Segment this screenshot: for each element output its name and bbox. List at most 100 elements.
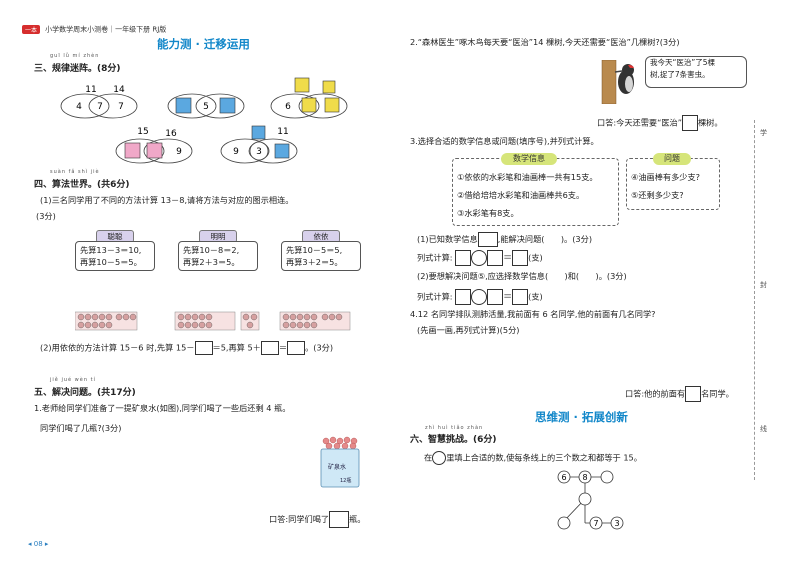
r-q3-1: (1)已知数学信息,能解决问题( )。(3分) xyxy=(417,232,592,247)
venn-2: 5 xyxy=(167,93,245,119)
r-q2-answer-text-a: 口答:今天还需要“医治” xyxy=(597,117,682,128)
s5-title: 五、解决问题。(共17分) xyxy=(34,388,136,398)
puzzle-value: 6 xyxy=(561,473,566,482)
puzzle-value: 3 xyxy=(614,519,619,528)
v5-mid: 3 xyxy=(256,147,262,157)
answer-box[interactable] xyxy=(487,289,504,305)
s4-pinyin: suàn fǎ shì jiè xyxy=(50,169,100,175)
ten-frame-2 xyxy=(174,311,260,331)
card-line: 再算3＋2＝5。 xyxy=(286,257,343,267)
question-box: 问题 ④油画棒有多少支? ⑤还剩多少支? xyxy=(626,153,720,210)
page-number-text: 08 xyxy=(33,540,43,548)
v1-left: 4 xyxy=(76,102,82,112)
s6-title: 六、智慧挑战。(6分) xyxy=(410,435,497,445)
r-q2-answer: 口答:今天还需要“医治” 棵树。 xyxy=(597,115,723,131)
s6-prompt-a: 在 xyxy=(424,452,433,463)
speech-line: 树,捉了7条害虫。 xyxy=(650,70,710,79)
v5-blank-right[interactable] xyxy=(274,143,290,159)
math-info-title: 数学信息 xyxy=(501,153,557,165)
v3-blank-mid[interactable] xyxy=(301,97,317,113)
r-q3-2: (2)要想解决问题⑤,应选择数学信息( )和( )。(3分) xyxy=(417,271,627,281)
answer-box[interactable] xyxy=(512,250,529,266)
r-q3-calc-1: 列式计算: ＝(支) xyxy=(417,250,543,266)
water-pack: 矿泉水 12瓶 xyxy=(318,436,362,490)
binding-char: 学 xyxy=(760,129,767,137)
answer-box[interactable] xyxy=(287,341,306,355)
answer-box[interactable] xyxy=(685,386,702,402)
r-q3-calc-2: 列式计算: ＝(支) xyxy=(417,289,543,305)
ten-frame-diagrams xyxy=(75,311,351,331)
v4-top-left: 15 xyxy=(137,127,148,137)
answer-box[interactable] xyxy=(477,232,498,247)
speech-line: 我今天“医治”了5棵 xyxy=(650,58,716,67)
info-item: ①依依的水彩笔和油画棒一共有15支。 xyxy=(457,172,598,182)
answer-circle[interactable] xyxy=(471,289,488,305)
v2-blank-left[interactable] xyxy=(175,97,192,114)
puzzle-value: 8 xyxy=(582,473,587,482)
answer-box[interactable] xyxy=(194,341,213,355)
title-thinking: 思维测 · 拓展创新 xyxy=(535,410,628,424)
answer-box[interactable] xyxy=(329,511,350,528)
s5-answer-text-b: 瓶。 xyxy=(349,514,366,524)
info-item: ③水彩笔有8支。 xyxy=(457,208,519,218)
v3-left: 6 xyxy=(285,102,291,112)
answer-box[interactable] xyxy=(260,341,279,355)
water-count: 12瓶 xyxy=(340,478,352,484)
v3-blank-right[interactable] xyxy=(324,97,340,113)
v4-blank-left[interactable] xyxy=(124,142,141,159)
puzzle-blank[interactable] xyxy=(557,516,571,530)
r-q4-answer: 口答:他的前面有名同学。 xyxy=(625,386,734,402)
v1-top-right: 14 xyxy=(113,85,125,95)
number-puzzle: 6 8 7 3 xyxy=(557,470,624,530)
venn-1: 11 14 4 7 7 xyxy=(60,85,138,119)
v2-blank-right[interactable] xyxy=(219,97,236,114)
r-q2-answer-text-b: 棵树。 xyxy=(697,117,723,128)
puzzle-value: 7 xyxy=(593,519,598,528)
prev-page-icon[interactable]: ◂ xyxy=(28,540,32,548)
answer-box[interactable] xyxy=(681,115,698,131)
next-page-icon[interactable]: ▸ xyxy=(44,540,49,548)
v4-blank-mid[interactable] xyxy=(146,142,163,159)
r-q4-l2: (先画一画,再列式计算)(5分) xyxy=(417,325,520,335)
s4-q2-text-d: 。(3分) xyxy=(305,342,334,353)
question-item: ⑤还剩多少支? xyxy=(631,190,684,200)
puzzle-node xyxy=(589,516,603,530)
header-title: 小学数学周末小测卷｜一年级下册 RJ版 xyxy=(45,25,167,34)
answer-box[interactable] xyxy=(512,289,529,305)
puzzle-blank[interactable] xyxy=(578,492,592,506)
v1-right: 7 xyxy=(118,102,124,112)
v1-mid: 7 xyxy=(97,102,103,112)
card-line: 先算10－8＝2, xyxy=(183,245,240,255)
r-q3-1-text-b: ,能解决问题( )。(3分) xyxy=(497,234,593,244)
answer-box[interactable] xyxy=(455,250,472,266)
s4-q2-text-b: ＝5,再算 5＋ xyxy=(212,342,261,353)
v4-top-right: 16 xyxy=(165,129,177,139)
v3-blank-top-right[interactable] xyxy=(322,80,336,94)
binding-line xyxy=(754,120,755,480)
question-item: ④油画棒有多少支? xyxy=(631,172,700,182)
card-line: 先算13－3＝10, xyxy=(80,245,142,255)
circle-icon xyxy=(432,451,447,465)
s5-answer-text-a: 口答:同学们喝了 xyxy=(269,514,330,524)
info-item: ②借给培培水彩笔和油画棒共6支。 xyxy=(457,190,585,200)
v3-blank-top[interactable] xyxy=(294,77,310,93)
r-q2: 2.“森林医生”啄木鸟每天要“医治”14 棵树,今天还需要“医治”几棵树?(3分… xyxy=(410,37,680,47)
puzzle-node xyxy=(578,470,592,484)
answer-box[interactable] xyxy=(487,250,504,266)
s5-pinyin: jiě jué wèn tí xyxy=(50,377,96,383)
answer-box[interactable] xyxy=(455,289,472,305)
s4-title: 四、算法世界。(共6分) xyxy=(34,180,130,190)
ten-frame-3 xyxy=(279,311,351,331)
card-line: 再算2＋3＝5。 xyxy=(183,257,240,267)
answer-circle[interactable] xyxy=(471,250,488,266)
s4-q1-score: (3分) xyxy=(36,211,56,221)
s5-q1-l1: 1.老师给同学们准备了一提矿泉水(如图),同学们喝了一些后还剩 4 瓶。 xyxy=(34,403,291,413)
method-card-1: 明明 先算10－8＝2, 再算2＋3＝5。 xyxy=(178,230,258,271)
header: 一本 小学数学周末小测卷｜一年级下册 RJ版 xyxy=(22,19,166,38)
venn-3: 6 xyxy=(270,77,348,119)
s3-pinyin: guī lǜ mí zhèn xyxy=(50,53,100,59)
puzzle-blank[interactable] xyxy=(600,470,614,484)
v5-blank-top[interactable] xyxy=(251,125,266,140)
title-ability: 能力测 · 迁移运用 xyxy=(157,37,250,51)
s4-q1: (1)三名同学用了不同的方法计算 13－8,请将方法与对应的图示相连。 xyxy=(40,195,294,205)
